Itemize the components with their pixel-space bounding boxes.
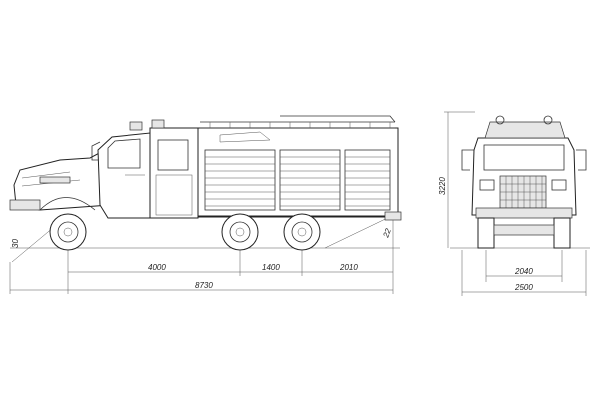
front-mirror-left: [461, 149, 474, 171]
cab-window: [107, 138, 141, 169]
dim-wheelbase-front: 4000: [148, 263, 166, 272]
side-view: 4000 1400 2010 8730 30 22: [9, 115, 402, 294]
roof-ladder: [200, 115, 396, 143]
dim-total-length: 8730: [195, 281, 213, 290]
roof-light-left: [495, 115, 505, 125]
grille-bars: [500, 176, 546, 208]
dim-departure-angle: 22: [381, 227, 393, 240]
dim-wheelbase-rear: 1400: [262, 263, 280, 272]
side-dimension-lines: [9, 220, 394, 294]
front-dimension-lines: [444, 111, 587, 296]
front-axle: [493, 224, 555, 236]
roof-beacon: [129, 121, 143, 131]
front-wheel: [49, 213, 87, 251]
headlight-left: [479, 179, 495, 191]
front-windshield: [483, 144, 565, 171]
front-roof-equipment: [484, 121, 566, 139]
front-view: 3220 2040 2500: [438, 111, 590, 296]
crew-window: [157, 139, 189, 171]
dim-approach-angle: 30: [11, 239, 20, 248]
body-shutters: [204, 149, 391, 211]
front-mirror-right: [576, 149, 587, 171]
front-bumper: [9, 199, 41, 211]
front-wheel-left: [477, 217, 495, 249]
rear-bumper: [384, 211, 402, 221]
dim-total-width: 2500: [514, 283, 533, 292]
crew-door: [155, 174, 193, 216]
dim-height: 3220: [438, 177, 447, 195]
front-fender: [39, 197, 96, 211]
dim-track: 2040: [514, 267, 533, 276]
rear-wheel: [283, 213, 321, 251]
middle-wheel: [221, 213, 259, 251]
hood-grille: [39, 176, 71, 184]
crew-cab: [149, 127, 199, 219]
front-view-bumper: [475, 207, 573, 219]
front-wheel-right: [553, 217, 571, 249]
side-mirror: [91, 141, 101, 161]
equipment-body: [197, 127, 399, 217]
roof-beacon-2: [151, 119, 165, 129]
dim-rear-overhang: 2010: [339, 263, 358, 272]
front-cab: [97, 132, 151, 219]
roof-light-right: [543, 115, 553, 125]
headlight-right: [551, 179, 567, 191]
